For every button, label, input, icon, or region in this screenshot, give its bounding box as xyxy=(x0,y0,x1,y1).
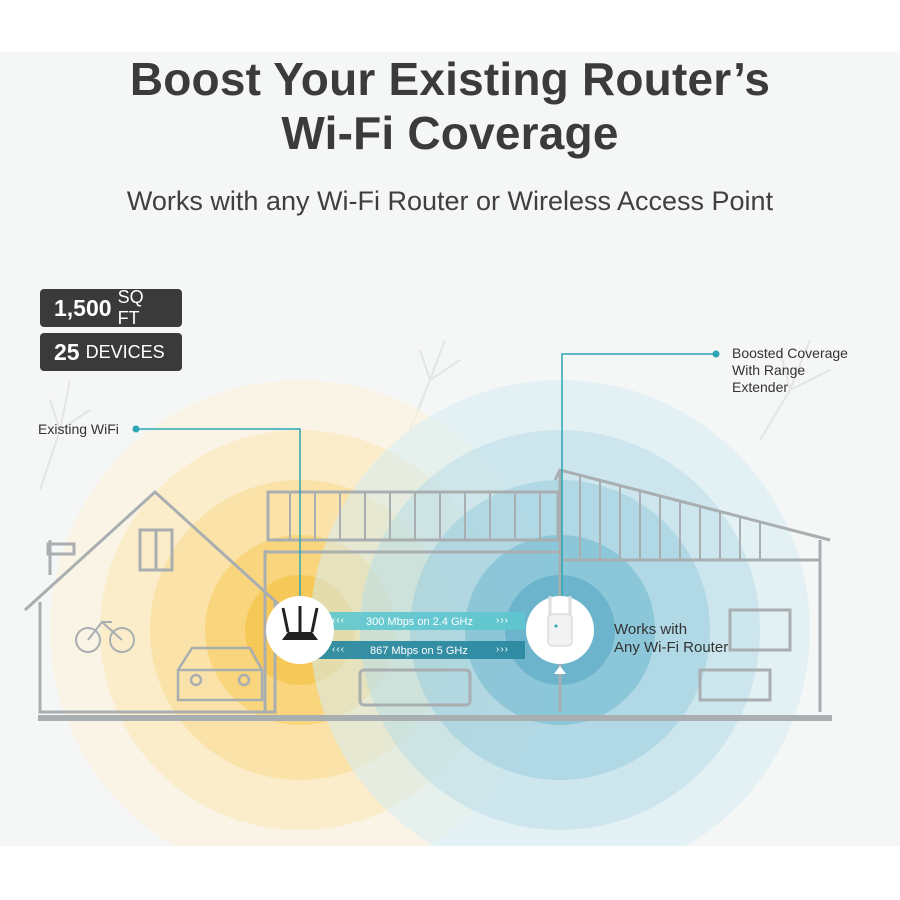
devices-unit: DEVICES xyxy=(85,341,165,362)
area-value: 1,500 xyxy=(54,294,112,321)
boosted-line-3: Extender xyxy=(732,379,789,395)
callout-lines xyxy=(138,353,714,610)
existing-wifi-label: Existing WiFi xyxy=(38,421,119,437)
boosted-coverage-label: Boosted Coverage With Range Extender xyxy=(732,345,848,396)
boosted-line-2: With Range xyxy=(732,362,806,378)
range-extender-icon xyxy=(526,596,594,674)
devices-value: 25 xyxy=(54,338,80,365)
speed-24-arrows-right: ››› xyxy=(496,615,509,626)
boosted-line-1: Boosted Coverage xyxy=(732,345,848,361)
car-icon xyxy=(176,646,264,702)
works-with-label: Works with Any Wi-Fi Router xyxy=(614,621,728,657)
title-line-2: Wi-Fi Coverage xyxy=(281,107,619,159)
page-title: Boost Your Existing Router’s Wi-Fi Cover… xyxy=(0,52,900,160)
speed-bar-24ghz xyxy=(300,612,525,630)
speed-5-arrows-right: ››› xyxy=(496,644,509,655)
speed-24-arrows-left: ‹‹‹ xyxy=(332,615,345,626)
router-icon xyxy=(266,596,334,664)
bicycle-icon xyxy=(75,620,135,653)
speed-24-label: 300 Mbps on 2.4 GHz xyxy=(366,616,474,628)
house-coverage-illustration xyxy=(23,339,832,846)
works-with-line-2: Any Wi-Fi Router xyxy=(614,639,729,656)
area-unit: SQ FT xyxy=(117,287,144,328)
speed-5-arrows-left: ‹‹‹ xyxy=(332,644,345,655)
speed-bar-5ghz xyxy=(300,641,525,659)
existing-wifi-dot xyxy=(132,425,140,433)
devices-badge: 25 DEVICES xyxy=(40,333,182,371)
house-outline xyxy=(23,468,832,721)
page-subtitle: Works with any Wi-Fi Router or Wireless … xyxy=(126,186,774,216)
works-with-line-1: Works with xyxy=(614,621,688,638)
boosted-coverage-dot xyxy=(712,350,720,358)
area-badge: 1,500 SQ FT xyxy=(40,287,182,328)
title-line-1: Boost Your Existing Router’s xyxy=(129,53,771,105)
speed-5-label: 867 Mbps on 5 GHz xyxy=(370,645,468,657)
